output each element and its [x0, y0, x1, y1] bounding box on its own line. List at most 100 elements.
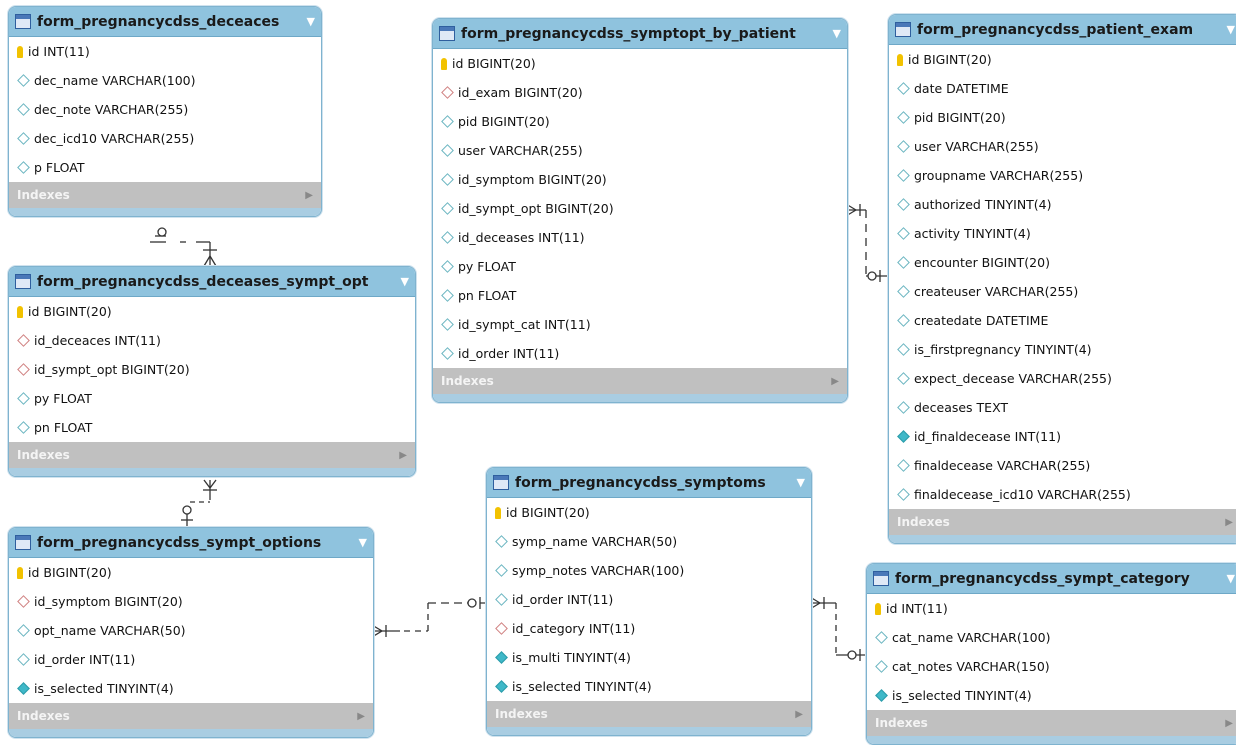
column-row[interactable]: groupname VARCHAR(255) — [889, 161, 1236, 190]
table-symptoms[interactable]: form_pregnancycdss_symptoms▼id BIGINT(20… — [486, 467, 812, 736]
column-row[interactable]: id_order INT(11) — [433, 339, 847, 368]
column-row[interactable]: finaldecease_icd10 VARCHAR(255) — [889, 480, 1236, 509]
table-icon — [895, 22, 911, 37]
column-row[interactable]: id_symptom BIGINT(20) — [433, 165, 847, 194]
column-row[interactable]: id_exam BIGINT(20) — [433, 78, 847, 107]
column-row[interactable]: id_sympt_cat INT(11) — [433, 310, 847, 339]
column-row[interactable]: expect_decease VARCHAR(255) — [889, 364, 1236, 393]
column-row[interactable]: p FLOAT — [9, 153, 321, 182]
column-row[interactable]: py FLOAT — [433, 252, 847, 281]
column-row[interactable]: is_selected TINYINT(4) — [867, 681, 1236, 710]
column-row[interactable]: id_deceaces INT(11) — [9, 326, 415, 355]
column-row[interactable]: id_deceases INT(11) — [433, 223, 847, 252]
column-row[interactable]: id_category INT(11) — [487, 614, 811, 643]
indexes-section[interactable]: Indexes▶ — [867, 710, 1236, 736]
column-row[interactable]: id_sympt_opt BIGINT(20) — [433, 194, 847, 223]
column-label: id_exam BIGINT(20) — [458, 85, 583, 100]
indexes-section[interactable]: Indexes▶ — [9, 442, 415, 468]
primary-key-icon — [441, 57, 447, 70]
expand-arrow-icon[interactable]: ▶ — [399, 449, 407, 461]
column-label: is_selected TINYINT(4) — [892, 688, 1032, 703]
column-row[interactable]: user VARCHAR(255) — [433, 136, 847, 165]
column-row[interactable]: user VARCHAR(255) — [889, 132, 1236, 161]
column-row[interactable]: id_sympt_opt BIGINT(20) — [9, 355, 415, 384]
table-sympt-category[interactable]: form_pregnancycdss_sympt_category▼id INT… — [866, 563, 1236, 745]
column-row[interactable]: id INT(11) — [867, 594, 1236, 623]
table-header[interactable]: form_pregnancycdss_symptoms▼ — [487, 468, 811, 498]
column-row[interactable]: activity TINYINT(4) — [889, 219, 1236, 248]
column-row[interactable]: id_symptom BIGINT(20) — [9, 587, 373, 616]
collapse-arrow-icon[interactable]: ▼ — [306, 15, 315, 28]
column-row[interactable]: is_firstpregnancy TINYINT(4) — [889, 335, 1236, 364]
column-row[interactable]: createuser VARCHAR(255) — [889, 277, 1236, 306]
indexes-section[interactable]: Indexes▶ — [9, 182, 321, 208]
table-header[interactable]: form_pregnancycdss_symptopt_by_patient▼ — [433, 19, 847, 49]
indexes-section[interactable]: Indexes▶ — [433, 368, 847, 394]
column-row[interactable]: py FLOAT — [9, 384, 415, 413]
column-row[interactable]: symp_name VARCHAR(50) — [487, 527, 811, 556]
column-row[interactable]: id_order INT(11) — [9, 645, 373, 674]
column-row[interactable]: cat_name VARCHAR(100) — [867, 623, 1236, 652]
column-row[interactable]: is_multi TINYINT(4) — [487, 643, 811, 672]
column-row[interactable]: opt_name VARCHAR(50) — [9, 616, 373, 645]
column-diamond-icon — [17, 392, 30, 405]
column-label: id_order INT(11) — [34, 652, 136, 667]
column-row[interactable]: id_finaldecease INT(11) — [889, 422, 1236, 451]
column-row[interactable]: symp_notes VARCHAR(100) — [487, 556, 811, 585]
primary-key-icon — [17, 45, 23, 58]
column-row[interactable]: id_order INT(11) — [487, 585, 811, 614]
column-row[interactable]: finaldecease VARCHAR(255) — [889, 451, 1236, 480]
column-row[interactable]: is_selected TINYINT(4) — [487, 672, 811, 701]
expand-arrow-icon[interactable]: ▶ — [831, 375, 839, 387]
column-row[interactable]: id BIGINT(20) — [889, 45, 1236, 74]
column-row[interactable]: id BIGINT(20) — [433, 49, 847, 78]
primary-key-icon — [495, 506, 501, 519]
column-row[interactable]: is_selected TINYINT(4) — [9, 674, 373, 703]
column-row[interactable]: encounter BIGINT(20) — [889, 248, 1236, 277]
collapse-arrow-icon[interactable]: ▼ — [1226, 23, 1235, 36]
table-header[interactable]: form_pregnancycdss_sympt_category▼ — [867, 564, 1236, 594]
expand-arrow-icon[interactable]: ▶ — [305, 189, 313, 201]
expand-arrow-icon[interactable]: ▶ — [1225, 717, 1233, 729]
column-row[interactable]: createdate DATETIME — [889, 306, 1236, 335]
column-row[interactable]: authorized TINYINT(4) — [889, 190, 1236, 219]
collapse-arrow-icon[interactable]: ▼ — [796, 476, 805, 489]
table-deceaces[interactable]: form_pregnancycdss_deceaces▼id INT(11)de… — [8, 6, 322, 217]
table-patient-exam[interactable]: form_pregnancycdss_patient_exam▼id BIGIN… — [888, 14, 1236, 544]
table-header[interactable]: form_pregnancycdss_deceases_sympt_opt▼ — [9, 267, 415, 297]
column-row[interactable]: pn FLOAT — [9, 413, 415, 442]
table-header[interactable]: form_pregnancycdss_patient_exam▼ — [889, 15, 1236, 45]
column-diamond-icon — [495, 593, 508, 606]
table-symptopt-by-patient[interactable]: form_pregnancycdss_symptopt_by_patient▼i… — [432, 18, 848, 403]
indexes-section[interactable]: Indexes▶ — [889, 509, 1236, 535]
expand-arrow-icon[interactable]: ▶ — [357, 710, 365, 722]
column-row[interactable]: id BIGINT(20) — [487, 498, 811, 527]
column-row[interactable]: pid BIGINT(20) — [889, 103, 1236, 132]
table-sympt-options[interactable]: form_pregnancycdss_sympt_options▼id BIGI… — [8, 527, 374, 738]
table-header[interactable]: form_pregnancycdss_deceaces▼ — [9, 7, 321, 37]
column-label: py FLOAT — [458, 259, 516, 274]
indexes-section[interactable]: Indexes▶ — [9, 703, 373, 729]
column-row[interactable]: dec_icd10 VARCHAR(255) — [9, 124, 321, 153]
collapse-arrow-icon[interactable]: ▼ — [1226, 572, 1235, 585]
column-row[interactable]: id BIGINT(20) — [9, 558, 373, 587]
collapse-arrow-icon[interactable]: ▼ — [832, 27, 841, 40]
collapse-arrow-icon[interactable]: ▼ — [400, 275, 409, 288]
expand-arrow-icon[interactable]: ▶ — [1225, 516, 1233, 528]
column-row[interactable]: date DATETIME — [889, 74, 1236, 103]
column-row[interactable]: id INT(11) — [9, 37, 321, 66]
optional-circle-marker — [847, 650, 857, 660]
indexes-section[interactable]: Indexes▶ — [487, 701, 811, 727]
column-row[interactable]: cat_notes VARCHAR(150) — [867, 652, 1236, 681]
column-row[interactable]: dec_name VARCHAR(100) — [9, 66, 321, 95]
column-row[interactable]: pid BIGINT(20) — [433, 107, 847, 136]
column-row[interactable]: pn FLOAT — [433, 281, 847, 310]
table-header[interactable]: form_pregnancycdss_sympt_options▼ — [9, 528, 373, 558]
expand-arrow-icon[interactable]: ▶ — [795, 708, 803, 720]
table-footer — [9, 468, 415, 476]
column-row[interactable]: deceases TEXT — [889, 393, 1236, 422]
column-row[interactable]: id BIGINT(20) — [9, 297, 415, 326]
collapse-arrow-icon[interactable]: ▼ — [358, 536, 367, 549]
table-deceases-sympt-opt[interactable]: form_pregnancycdss_deceases_sympt_opt▼id… — [8, 266, 416, 477]
column-row[interactable]: dec_note VARCHAR(255) — [9, 95, 321, 124]
